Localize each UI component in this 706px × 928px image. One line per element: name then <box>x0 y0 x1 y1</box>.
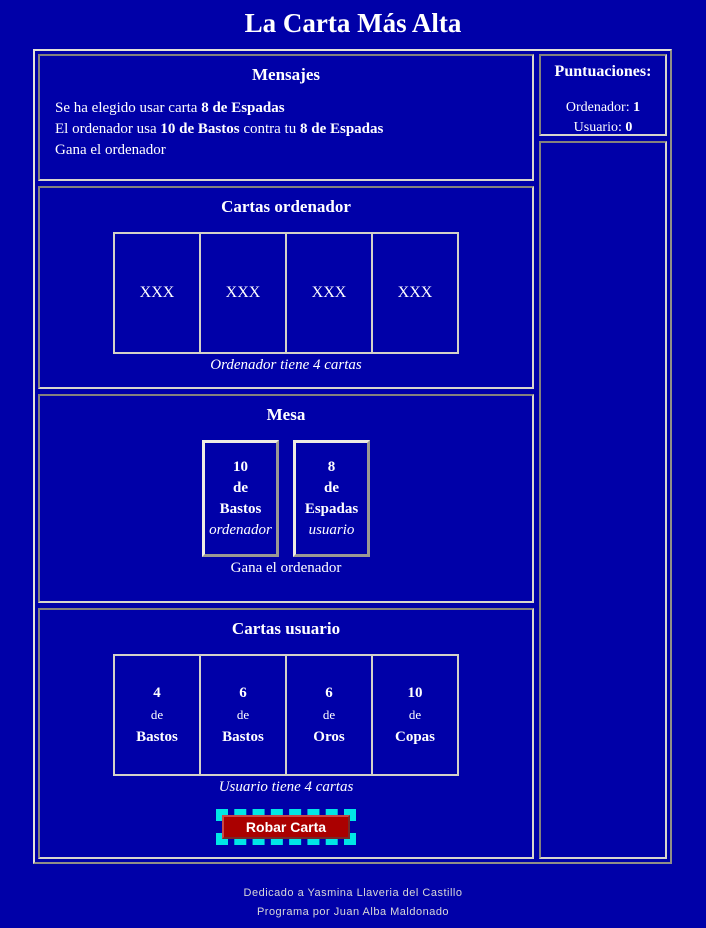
mesa-card-user: 8 de Espadas usuario <box>293 440 370 557</box>
user-card-de: de <box>408 707 422 722</box>
computer-cards-header: Cartas ordenador <box>221 197 351 216</box>
user-card-de: de <box>236 707 250 722</box>
mesa-card-suit: Bastos <box>219 500 262 517</box>
scores-lines: Ordenador: 1 Usuario: 0 <box>541 98 665 138</box>
message-card-name: 10 de Bastos <box>160 121 240 137</box>
computer-score-value: 1 <box>633 100 641 115</box>
user-card-6-bastos[interactable]: 6 de Bastos <box>199 654 287 776</box>
message-line-1: Se ha elegido usar carta 8 de Espadas <box>55 98 532 119</box>
mesa-header: Mesa <box>266 405 306 424</box>
draw-card-button[interactable]: Robar Carta <box>222 815 350 839</box>
user-card-suit: Bastos <box>136 729 178 745</box>
messages-body: Se ha elegido usar carta 8 de Espadas El… <box>55 98 532 161</box>
computer-card-back: XXX <box>285 232 373 354</box>
user-card-value: 4 <box>153 685 161 701</box>
user-cards-row: 4 de Bastos 6 de Bastos 6 de Oros <box>113 654 459 776</box>
user-card-6-oros[interactable]: 6 de Oros <box>285 654 373 776</box>
mesa-card-owner: ordenador <box>209 521 272 538</box>
user-score-line: Usuario: 0 <box>541 118 665 138</box>
scores-header: Puntuaciones: <box>554 63 652 80</box>
mesa-card-value: 10 <box>233 458 248 475</box>
computer-card-back: XXX <box>371 232 459 354</box>
message-line-3: Gana el ordenador <box>55 142 166 158</box>
mesa-card-value: 8 <box>327 458 336 475</box>
footer-dedication: Dedicado a Yasmina Llaveria del Castillo <box>243 887 463 899</box>
message-card-name: 8 de Espadas <box>201 100 285 116</box>
user-score-label: Usuario: <box>573 120 626 135</box>
user-card-suit: Oros <box>313 729 345 745</box>
user-card-de: de <box>322 707 336 722</box>
computer-score-line: Ordenador: 1 <box>541 98 665 118</box>
mesa-cards-row: 10 de Bastos ordenador 8 de Espadas usua… <box>40 440 532 557</box>
computer-cards-panel: Cartas ordenador XXX XXX XXX XXX Ordenad… <box>38 186 534 389</box>
messages-panel: Mensajes Se ha elegido usar carta 8 de E… <box>38 54 534 181</box>
message-text: El ordenador usa <box>55 121 161 137</box>
mesa-panel: Mesa 10 de Bastos ordenador 8 de Espadas… <box>38 394 534 603</box>
user-cards-header: Cartas usuario <box>231 619 341 638</box>
left-column: Mensajes Se ha elegido usar carta 8 de E… <box>38 54 534 859</box>
focus-outline: Robar Carta <box>216 809 356 845</box>
right-empty-panel <box>539 141 667 859</box>
computer-card-back: XXX <box>113 232 201 354</box>
footer: Dedicado a Yasmina Llaveria del Castillo… <box>0 884 706 922</box>
draw-button-row: Robar Carta <box>40 809 532 845</box>
user-card-10-copas[interactable]: 10 de Copas <box>371 654 459 776</box>
mesa-result-caption: Gana el ordenador <box>230 560 342 576</box>
computer-score-label: Ordenador: <box>565 100 634 115</box>
scores-panel: Puntuaciones: Ordenador: 1 Usuario: 0 <box>539 54 667 136</box>
computer-card-back: XXX <box>199 232 287 354</box>
user-card-suit: Bastos <box>222 729 264 745</box>
user-cards-caption: Usuario tiene 4 cartas <box>218 779 354 795</box>
user-cards-panel: Cartas usuario 4 de Bastos 6 de Bastos 6 <box>38 608 534 859</box>
mesa-card-owner: usuario <box>308 521 355 538</box>
user-card-value: 6 <box>239 685 247 701</box>
user-card-4-bastos[interactable]: 4 de Bastos <box>113 654 201 776</box>
user-card-value: 6 <box>325 685 333 701</box>
footer-author: Programa por Juan Alba Maldonado <box>256 906 450 918</box>
user-card-suit: Copas <box>394 729 435 745</box>
message-text: contra tu <box>239 121 300 137</box>
right-column: Puntuaciones: Ordenador: 1 Usuario: 0 <box>539 54 667 859</box>
user-card-de: de <box>150 707 164 722</box>
message-text: Se ha elegido usar carta <box>55 100 202 116</box>
user-score-value: 0 <box>625 120 633 135</box>
user-card-value: 10 <box>407 685 423 701</box>
main-table: Mensajes Se ha elegido usar carta 8 de E… <box>33 49 672 864</box>
messages-header: Mensajes <box>252 65 320 84</box>
page-title: La Carta Más Alta <box>244 8 462 38</box>
mesa-card-suit: Espadas <box>304 500 359 517</box>
message-card-name: 8 de Espadas <box>299 121 384 137</box>
message-line-2: El ordenador usa 10 de Bastos contra tu … <box>55 119 532 140</box>
mesa-card-de: de <box>324 479 339 496</box>
mesa-card-de: de <box>233 479 248 496</box>
computer-cards-caption: Ordenador tiene 4 cartas <box>210 357 362 373</box>
mesa-card-computer: 10 de Bastos ordenador <box>202 440 279 557</box>
computer-cards-row: XXX XXX XXX XXX <box>113 232 459 354</box>
